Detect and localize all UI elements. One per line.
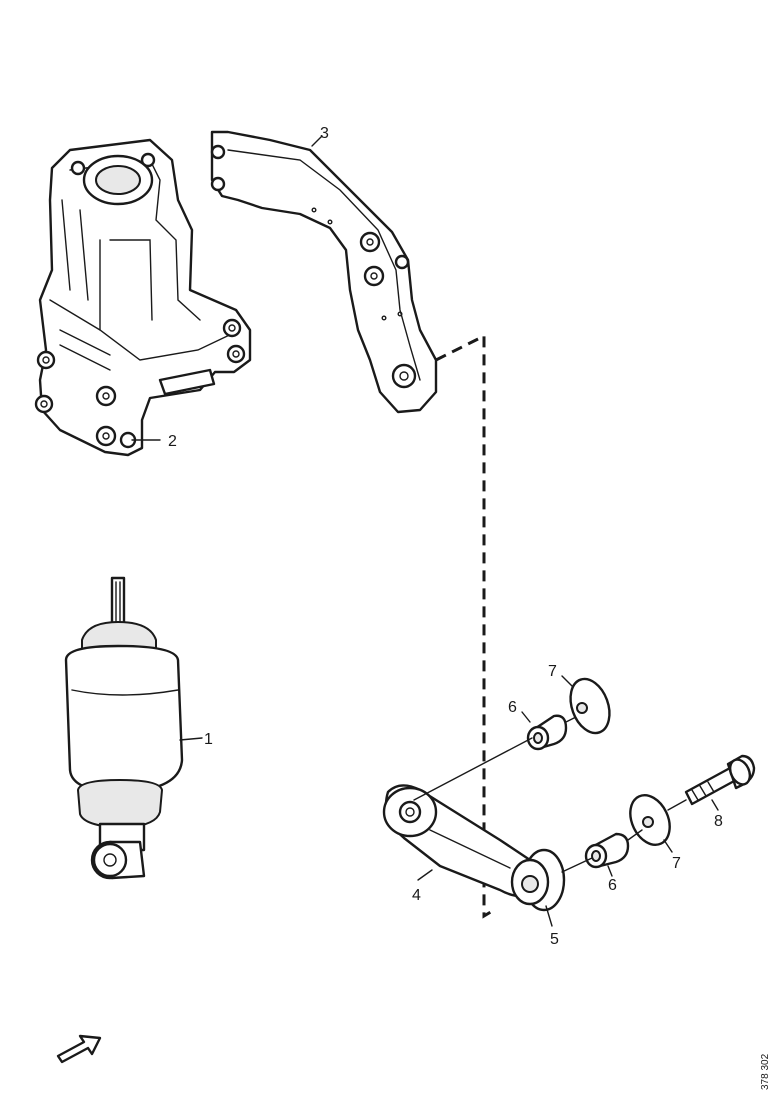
washer-lower-part-7 bbox=[629, 794, 671, 846]
assembly-line-bolt bbox=[667, 799, 687, 811]
assembly-line-lower bbox=[561, 857, 593, 873]
washer-part-5 bbox=[510, 848, 566, 912]
callout-2: 2 bbox=[168, 433, 177, 450]
link-arm-part-4 bbox=[382, 784, 543, 898]
plate-part-3 bbox=[210, 130, 438, 414]
leader-line-6-upper bbox=[521, 711, 531, 723]
bolt-part-8 bbox=[684, 754, 756, 806]
alignment-line bbox=[435, 333, 495, 919]
assembly-line-washer bbox=[627, 829, 643, 841]
callout-6-upper: 6 bbox=[508, 699, 517, 716]
callout-8: 8 bbox=[714, 813, 723, 830]
washer-upper-part-7 bbox=[569, 677, 611, 735]
callout-3: 3 bbox=[320, 125, 329, 142]
callout-7-lower: 7 bbox=[672, 855, 681, 872]
leader-line-1 bbox=[179, 737, 203, 741]
bracket-part-2 bbox=[34, 138, 252, 457]
forward-arrow-icon bbox=[56, 1034, 102, 1064]
bushing-lower-part-6 bbox=[584, 832, 630, 869]
leader-line-5 bbox=[545, 905, 553, 927]
callout-1: 1 bbox=[204, 731, 213, 748]
leader-line-3 bbox=[311, 135, 323, 147]
callout-5: 5 bbox=[550, 931, 559, 948]
leader-line-8 bbox=[711, 799, 719, 811]
leader-line-6-lower bbox=[607, 865, 613, 877]
assembly-line-upper bbox=[413, 737, 533, 801]
leader-line-7-lower bbox=[663, 839, 673, 853]
callout-6-lower: 6 bbox=[608, 877, 617, 894]
bushing-upper-part-6 bbox=[526, 714, 568, 751]
reference-code: 378 302 bbox=[760, 1053, 771, 1090]
leader-line-4 bbox=[417, 869, 433, 881]
leader-line-7-upper bbox=[561, 675, 573, 687]
air-spring-part-1 bbox=[64, 576, 184, 880]
callout-4: 4 bbox=[412, 887, 421, 904]
callout-7-upper: 7 bbox=[548, 663, 557, 680]
